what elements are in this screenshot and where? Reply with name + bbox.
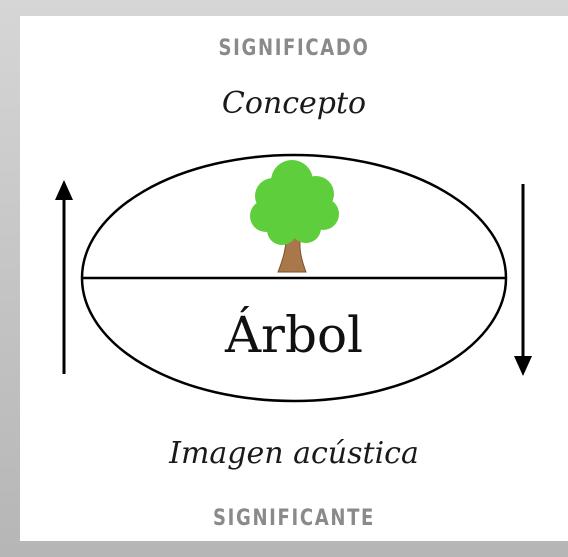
sign-diagram (55, 153, 532, 403)
up-arrow-icon (55, 180, 73, 374)
diagram-card: SIGNIFICADO Concepto (20, 16, 568, 541)
word-arbol: Árbol (224, 306, 364, 364)
acoustic-image-label: Imagen acústica (169, 436, 419, 471)
down-arrow-icon (514, 184, 532, 376)
tree-icon (250, 160, 339, 273)
signified-heading: SIGNIFICADO (218, 36, 370, 61)
tree-foliage (250, 160, 339, 245)
signifier-heading: SIGNIFICANTE (213, 506, 375, 531)
concept-label: Concepto (221, 86, 367, 121)
